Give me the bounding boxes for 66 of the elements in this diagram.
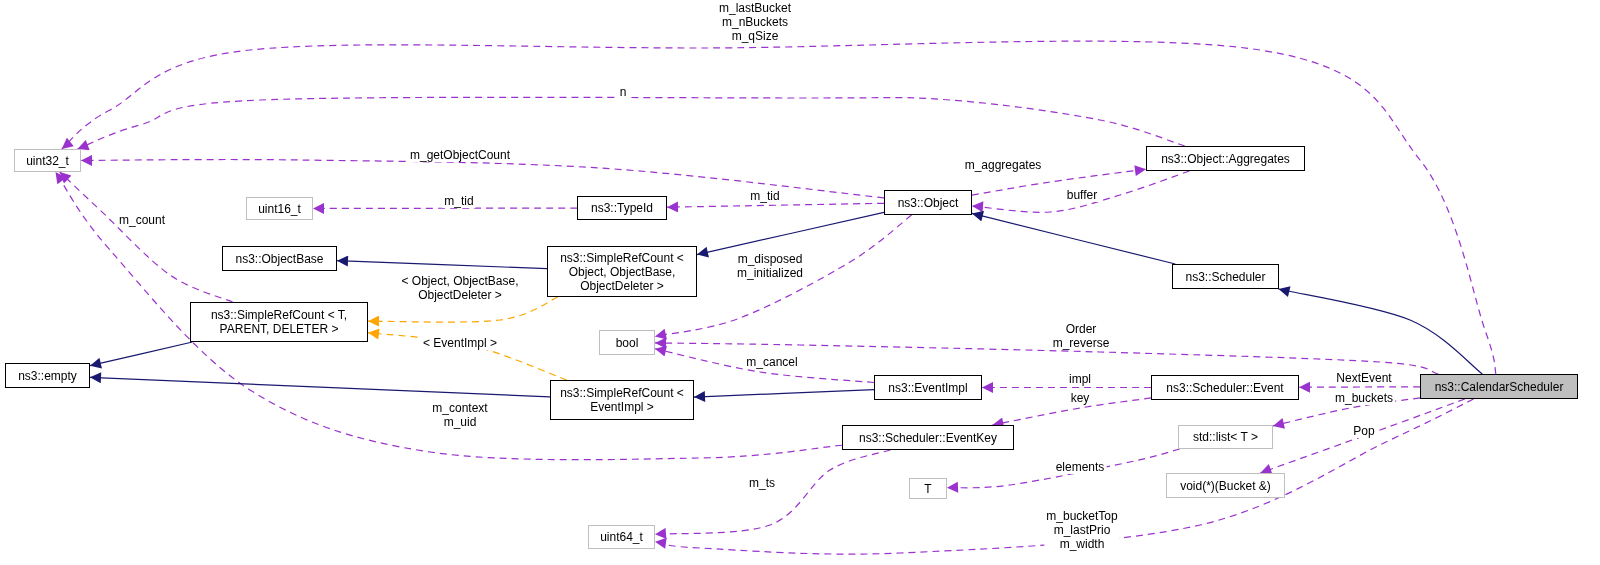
- edge-label: impl: [1067, 372, 1093, 386]
- dashed-arrow: [981, 382, 1152, 393]
- edge-label: m_context m_uid: [430, 401, 490, 429]
- edge-label: m_lastBucket m_nBuckets m_qSize: [717, 1, 793, 43]
- class-box: ns3::Object::Aggregates: [1146, 146, 1305, 171]
- arrow: [1277, 285, 1483, 375]
- edge-label: elements: [1053, 460, 1107, 474]
- class-box: void(*)(Bucket &): [1166, 473, 1285, 498]
- dashed-arrow: [654, 337, 1439, 375]
- dashed-arrow: [666, 201, 885, 213]
- edge-label: Order m_reverse: [1050, 322, 1112, 350]
- class-box: ns3::SimpleRefCount < EventImpl >: [550, 380, 694, 420]
- class-box: ns3::CalendarScheduler: [1420, 374, 1578, 399]
- dashed-arrow: [654, 398, 1475, 555]
- edge-label: m_tid: [748, 189, 782, 203]
- edge-label: m_tid: [442, 194, 476, 208]
- class-box: ns3::Object: [884, 190, 972, 215]
- dashed-arrow: [971, 165, 1147, 196]
- dashed-arrow: [654, 449, 891, 540]
- edge-label: m_aggregates: [962, 158, 1044, 172]
- arrow: [696, 211, 885, 258]
- edge-label: m_cancel: [744, 355, 800, 369]
- class-box: uint16_t: [246, 197, 313, 220]
- class-box: ns3::Scheduler::Event: [1151, 375, 1299, 400]
- class-box: ns3::Scheduler: [1172, 264, 1279, 289]
- edge-label: m_buckets: [1333, 391, 1395, 405]
- edge-label: m_disposed m_initialized: [735, 252, 805, 280]
- class-box: ns3::SimpleRefCount < Object, ObjectBase, ObjectDeleter >: [547, 246, 697, 297]
- dashed-arrow: [80, 154, 885, 199]
- class-box: uint64_t: [588, 525, 655, 549]
- class-box: T: [909, 478, 947, 499]
- arrow: [693, 389, 875, 403]
- class-box: ns3::Scheduler::EventKey: [842, 425, 1014, 450]
- class-box: ns3::empty: [5, 363, 90, 388]
- dashed-arrow: [1272, 397, 1421, 429]
- edge-label: m_getObjectCount: [407, 148, 513, 162]
- dashed-arrow: [946, 448, 1181, 493]
- dashed-arrow: [61, 40, 1497, 375]
- class-box: ns3::EventImpl: [874, 375, 982, 400]
- arrow: [89, 372, 551, 398]
- dashed-arrow: [1298, 381, 1421, 393]
- class-box: ns3::TypeId: [577, 196, 667, 220]
- dashed-arrow: [54, 171, 843, 461]
- class-box: uint32_t: [14, 149, 81, 172]
- dashed-arrow: [59, 171, 234, 303]
- edge-label: m_ts: [747, 476, 777, 490]
- edge-label: NextEvent: [1334, 371, 1394, 385]
- edge-label: m_count: [117, 213, 167, 227]
- class-box: ns3::SimpleRefCount < T, PARENT, DELETER >: [190, 302, 368, 342]
- dashed-arrow: [654, 214, 913, 340]
- class-box: bool: [599, 330, 655, 355]
- arrow: [336, 255, 548, 270]
- class-box: ns3::ObjectBase: [222, 246, 337, 271]
- edge-label: buffer: [1064, 188, 1100, 202]
- arrow: [971, 210, 1176, 265]
- dashed-arrow: [367, 296, 559, 327]
- edge-label: key: [1068, 391, 1092, 405]
- class-box: std::list< T >: [1178, 425, 1273, 449]
- edge-label: Pop: [1351, 424, 1377, 438]
- dashed-arrow: [971, 170, 1190, 213]
- dashed-arrow: [654, 345, 875, 384]
- dashed-arrow: [312, 202, 578, 214]
- dashed-arrow: [76, 96, 1186, 150]
- edge-label: m_bucketTop m_lastPrio m_width: [1044, 509, 1120, 551]
- dashed-arrow: [1259, 398, 1466, 475]
- edge-label: < EventImpl >: [421, 336, 499, 350]
